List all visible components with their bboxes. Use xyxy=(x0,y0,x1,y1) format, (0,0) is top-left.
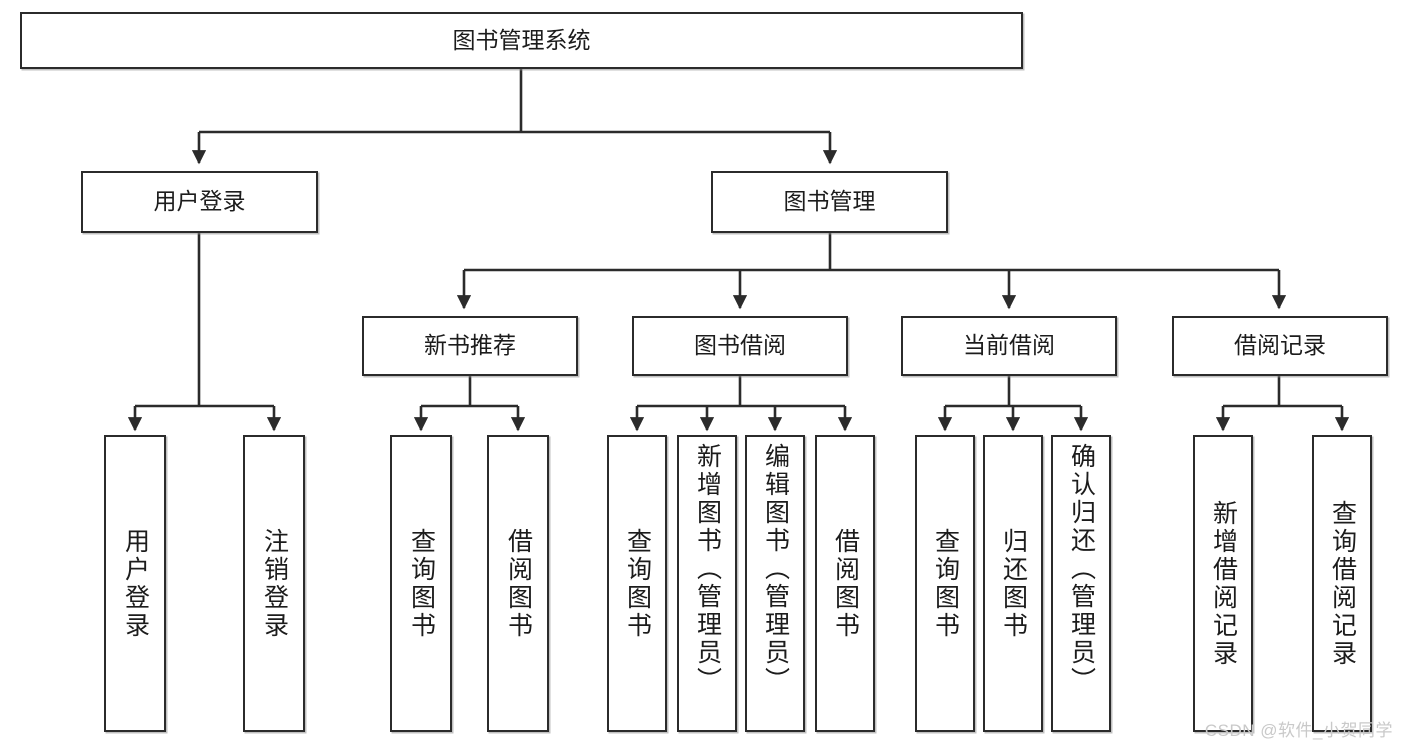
node-user-login-label: 用户登录 xyxy=(153,188,246,215)
node-leaf-logout-label: 注销登录 xyxy=(260,527,289,640)
node-leaf-return-book[interactable]: 归还图书 xyxy=(983,435,1043,732)
node-leaf-borrow-book-1-label: 借阅图书 xyxy=(504,527,533,640)
node-leaf-borrow-book-2[interactable]: 借阅图书 xyxy=(815,435,875,732)
node-leaf-add-book-admin-label: 新增图书（管理员） xyxy=(693,443,722,695)
node-new-book-recommend[interactable]: 新书推荐 xyxy=(362,316,578,376)
node-new-book-recommend-label: 新书推荐 xyxy=(424,332,516,359)
node-leaf-query-book-3[interactable]: 查询图书 xyxy=(915,435,975,732)
node-leaf-query-book-2-label: 查询图书 xyxy=(623,527,652,640)
node-leaf-borrow-book-2-label: 借阅图书 xyxy=(831,527,860,640)
node-borrow-record-label: 借阅记录 xyxy=(1234,332,1326,359)
node-book-management-label: 图书管理 xyxy=(783,188,876,215)
node-leaf-confirm-return-admin-label: 确认归还（管理员） xyxy=(1067,443,1096,695)
node-leaf-add-borrow-record[interactable]: 新增借阅记录 xyxy=(1193,435,1253,732)
node-leaf-query-book-2[interactable]: 查询图书 xyxy=(607,435,667,732)
node-book-management[interactable]: 图书管理 xyxy=(711,171,948,233)
node-borrow-record[interactable]: 借阅记录 xyxy=(1172,316,1388,376)
node-leaf-confirm-return-admin[interactable]: 确认归还（管理员） xyxy=(1051,435,1111,732)
node-root-label: 图书管理系统 xyxy=(452,26,591,53)
node-leaf-return-book-label: 归还图书 xyxy=(999,527,1028,640)
node-leaf-add-book-admin[interactable]: 新增图书（管理员） xyxy=(677,435,737,732)
node-leaf-user-login-label: 用户登录 xyxy=(121,527,150,640)
node-root[interactable]: 图书管理系统 xyxy=(20,12,1023,69)
watermark: CSDN @软件_小贺同学 xyxy=(1204,721,1393,740)
node-leaf-query-borrow-record[interactable]: 查询借阅记录 xyxy=(1312,435,1372,732)
node-leaf-edit-book-admin-label: 编辑图书（管理员） xyxy=(761,443,790,695)
node-leaf-edit-book-admin[interactable]: 编辑图书（管理员） xyxy=(745,435,805,732)
node-book-borrow-label: 图书借阅 xyxy=(694,332,786,359)
node-book-borrow[interactable]: 图书借阅 xyxy=(632,316,848,376)
node-leaf-borrow-book-1[interactable]: 借阅图书 xyxy=(487,435,549,732)
node-leaf-add-borrow-record-label: 新增借阅记录 xyxy=(1209,499,1238,668)
node-leaf-logout[interactable]: 注销登录 xyxy=(243,435,305,732)
node-leaf-query-borrow-record-label: 查询借阅记录 xyxy=(1328,499,1357,668)
node-leaf-user-login[interactable]: 用户登录 xyxy=(104,435,166,732)
node-leaf-query-book-3-label: 查询图书 xyxy=(931,527,960,640)
node-leaf-query-book-1-label: 查询图书 xyxy=(407,527,436,640)
node-current-borrow[interactable]: 当前借阅 xyxy=(901,316,1117,376)
node-leaf-query-book-1[interactable]: 查询图书 xyxy=(390,435,452,732)
node-user-login[interactable]: 用户登录 xyxy=(81,171,318,233)
node-current-borrow-label: 当前借阅 xyxy=(963,332,1055,359)
